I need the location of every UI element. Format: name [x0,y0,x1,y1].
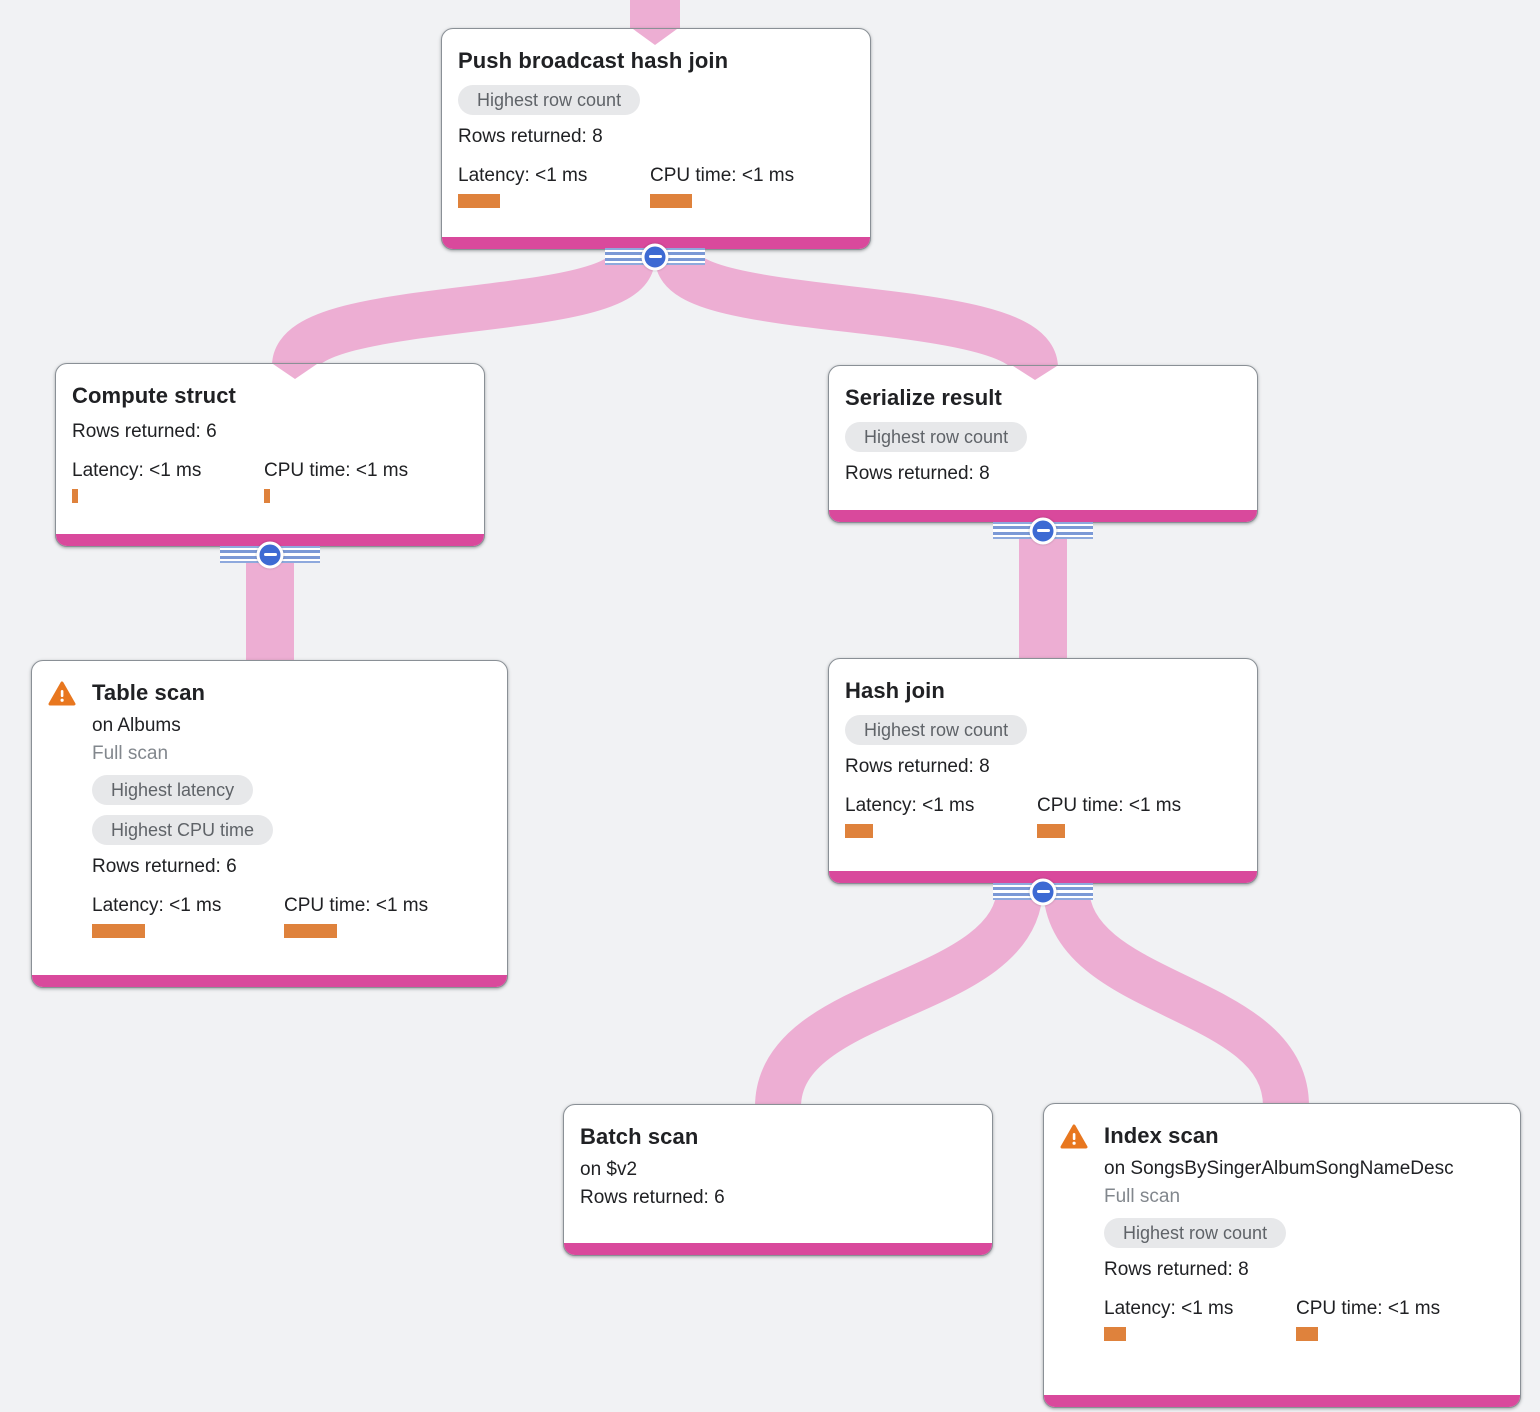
warning-icon [1060,1122,1090,1341]
latency-bar [92,924,145,938]
badge-highest-row-count: Highest row count [845,715,1028,745]
latency-label: Latency: <1 ms [1104,1298,1234,1319]
metrics-row: Latency: <1 ms CPU time: <1 ms [845,794,1241,838]
rows-returned: Rows returned: 6 [92,856,237,877]
badge-highest-latency: Highest latency [92,775,254,805]
node-accent-bar [32,975,507,987]
edge-hash-to-index [1043,884,1309,1108]
metrics-row: Latency: <1 ms CPU time: <1 ms [92,894,491,938]
node-card-hash-join[interactable]: Hash join Highest row count Rows returne… [828,658,1258,884]
latency-label: Latency: <1 ms [72,460,202,481]
node-accent-bar [56,534,484,546]
scan-type: Full scan [1104,1186,1181,1207]
node-title: Serialize result [845,385,1002,410]
node-title: Push broadcast hash join [458,48,729,73]
rows-returned: Rows returned: 8 [845,463,990,484]
latency-label: Latency: <1 ms [92,895,222,916]
rows-returned: Rows returned: 8 [458,126,603,147]
cpu-time-bar [264,489,270,503]
collapse-minus-icon[interactable] [1029,878,1057,905]
node-card-compute-struct[interactable]: Compute struct Rows returned: 6 Latency:… [55,363,485,547]
node-title: Table scan [92,680,206,705]
edge-hash-to-batch [755,884,1043,1109]
node-card-push-broadcast-hash-join[interactable]: Push broadcast hash join Highest row cou… [441,28,871,250]
latency-label: Latency: <1 ms [845,795,975,816]
latency-bar [1104,1327,1126,1341]
scan-type: Full scan [92,743,169,764]
node-accent-bar [829,871,1257,883]
node-accent-bar [829,510,1257,522]
rows-returned: Rows returned: 6 [580,1187,725,1208]
node-title: Compute struct [72,383,236,408]
badge-highest-row-count: Highest row count [1104,1218,1287,1248]
latency-label: Latency: <1 ms [458,165,588,186]
rows-returned: Rows returned: 8 [1104,1259,1249,1280]
metrics-row: Latency: <1 ms CPU time: <1 ms [72,459,468,503]
cpu-time-label: CPU time: <1 ms [264,460,409,481]
scan-target: on SongsBySingerAlbumSongNameDesc [1104,1158,1454,1179]
node-title: Batch scan [580,1124,699,1149]
node-card-index-scan[interactable]: Index scan on SongsBySingerAlbumSongName… [1043,1103,1521,1408]
edge-push-to-serialize [655,251,1058,373]
cpu-time-label: CPU time: <1 ms [1037,795,1182,816]
cpu-time-bar [1037,824,1065,838]
collapse-minus-icon[interactable] [256,541,284,568]
metrics-row: Latency: <1 ms CPU time: <1 ms [458,164,854,208]
badge-highest-cpu-time: Highest CPU time [92,815,274,845]
node-card-serialize-result[interactable]: Serialize result Highest row count Rows … [828,365,1258,523]
scan-target: on Albums [92,715,181,736]
node-title: Hash join [845,678,945,703]
cpu-time-bar [650,194,692,208]
cpu-time-label: CPU time: <1 ms [284,895,429,916]
badge-highest-row-count: Highest row count [458,85,641,115]
latency-bar [845,824,873,838]
node-card-batch-scan[interactable]: Batch scan on $v2 Rows returned: 6 [563,1104,993,1256]
rows-returned: Rows returned: 8 [845,756,990,777]
node-accent-bar [1044,1395,1520,1407]
cpu-time-label: CPU time: <1 ms [1296,1298,1441,1319]
cpu-time-bar [284,924,337,938]
node-title: Index scan [1104,1123,1219,1148]
warning-icon [48,679,78,938]
cpu-time-bar [1296,1327,1318,1341]
collapse-minus-icon[interactable] [641,243,669,270]
badge-highest-row-count: Highest row count [845,422,1028,452]
collapse-control-push-broadcast-hash-join[interactable] [605,243,705,270]
scan-target: on $v2 [580,1159,638,1180]
cpu-time-label: CPU time: <1 ms [650,165,795,186]
latency-bar [72,489,78,503]
collapse-minus-icon[interactable] [1029,517,1057,544]
node-card-table-scan[interactable]: Table scan on Albums Full scan Highest l… [31,660,508,988]
rows-returned: Rows returned: 6 [72,421,217,442]
node-accent-bar [564,1243,992,1255]
collapse-control-compute-struct[interactable] [220,541,320,568]
collapse-control-serialize-result[interactable] [993,517,1093,544]
edge-push-to-compute [272,251,655,371]
latency-bar [458,194,500,208]
collapse-control-hash-join[interactable] [993,878,1093,905]
metrics-row: Latency: <1 ms CPU time: <1 ms [1104,1297,1504,1341]
